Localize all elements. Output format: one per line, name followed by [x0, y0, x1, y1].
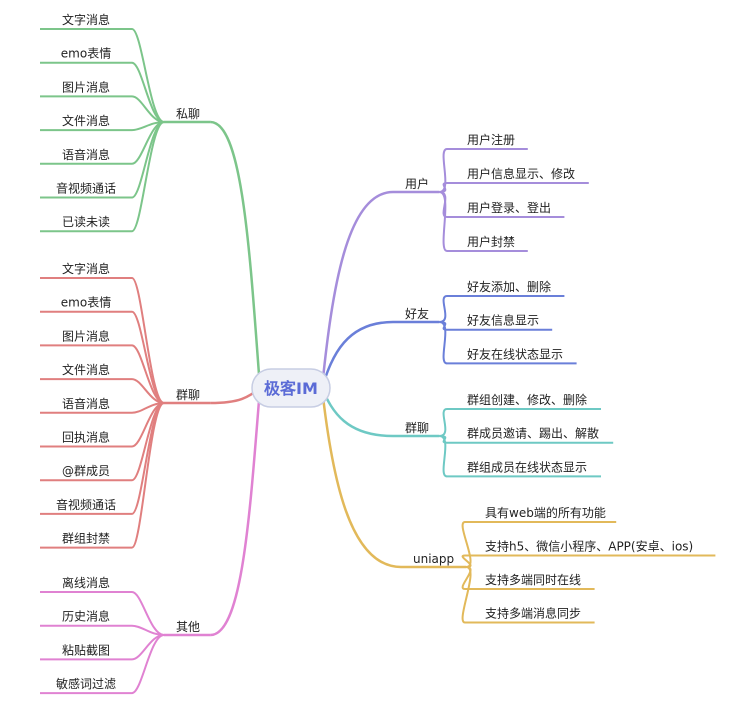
leaf-connector	[439, 321, 448, 365]
branch-connector-private	[210, 120, 262, 389]
leaf-label: 语音消息	[62, 396, 110, 411]
branch-connector-other	[210, 387, 262, 637]
leaf-label: 支持h5、微信小程序、APP(安卓、ios)	[485, 539, 693, 554]
leaf-connector	[439, 148, 448, 193]
leaf-label: 具有web端的所有功能	[485, 505, 606, 520]
branch-connector-group	[320, 387, 394, 438]
leaf-connector	[131, 61, 165, 123]
branch-label-group: 群聊	[405, 421, 429, 435]
node-layer: 私聊文字消息emo表情图片消息文件消息语音消息音视频通话已读未读群聊文字消息em…	[56, 12, 693, 691]
leaf-label: emo表情	[61, 47, 111, 61]
leaf-label: 群组成员在线状态显示	[467, 460, 587, 474]
leaf-label: 粘贴截图	[62, 642, 110, 657]
leaf-connector	[461, 521, 472, 568]
leaf-connector	[131, 624, 165, 636]
leaf-label: 好友在线状态显示	[467, 347, 563, 361]
branch-label-friend: 好友	[405, 307, 429, 321]
leaf-label: 文字消息	[62, 12, 110, 27]
leaf-label: 好友信息显示	[467, 313, 539, 328]
root-node-box	[251, 368, 331, 408]
leaf-label: 离线消息	[62, 575, 110, 590]
leaf-label: 支持多端消息同步	[485, 606, 581, 621]
branch-label-group_chat: 群聊	[176, 388, 200, 402]
leaf-connector	[131, 28, 165, 123]
branch-label-other: 其他	[176, 620, 200, 634]
leaf-label: 音视频通话	[56, 181, 116, 196]
leaf-label: 回执消息	[62, 430, 110, 445]
leaf-label: 群组封禁	[62, 532, 110, 546]
branch-label-user: 用户	[405, 176, 429, 191]
branch-connector-friend	[320, 320, 394, 389]
leaf-label: emo表情	[61, 296, 111, 310]
leaf-label: 文件消息	[62, 362, 110, 377]
root-node: 极客IM	[251, 368, 331, 408]
leaf-label: 已读未读	[62, 215, 110, 229]
leaf-label: 支持多端同时在线	[485, 572, 581, 587]
leaf-label: 用户封禁	[467, 234, 515, 249]
leaf-connector	[131, 121, 165, 233]
leaf-label: 图片消息	[62, 79, 110, 94]
leaf-connector	[131, 310, 165, 404]
branch-connector-uniapp	[320, 387, 402, 569]
leaf-label: 图片消息	[62, 328, 110, 343]
leaf-connector	[131, 402, 165, 549]
leaf-connector	[131, 634, 165, 695]
branch-label-uniapp: uniapp	[413, 552, 454, 566]
leaf-connector	[439, 435, 448, 478]
leaf-label: 语音消息	[62, 147, 110, 162]
leaf-connector	[131, 591, 165, 636]
leaf-connector	[439, 408, 448, 437]
connector-layer	[40, 28, 716, 695]
leaf-label: 用户登录、登出	[467, 200, 551, 215]
branch-label-private: 私聊	[176, 107, 200, 121]
leaf-label: @群成员	[62, 464, 110, 478]
leaf-label: 群成员邀请、踢出、解散	[467, 426, 599, 441]
root-node-label: 极客IM	[264, 379, 318, 398]
leaf-connector	[461, 566, 472, 624]
leaf-connector	[438, 191, 448, 252]
leaf-label: 用户信息显示、修改	[467, 166, 575, 181]
branch-connector-user	[320, 190, 394, 389]
leaf-label: 好友添加、删除	[467, 279, 551, 294]
leaf-label: 文字消息	[62, 261, 110, 276]
leaf-label: 历史消息	[62, 609, 110, 624]
leaf-connector	[131, 277, 165, 404]
leaf-label: 用户注册	[467, 132, 515, 147]
leaf-connector	[439, 295, 448, 323]
leaf-label: 群组创建、修改、删除	[467, 392, 587, 407]
leaf-label: 音视频通话	[56, 497, 116, 512]
leaf-label: 文件消息	[62, 113, 110, 128]
leaf-label: 敏感词过滤	[56, 676, 116, 691]
